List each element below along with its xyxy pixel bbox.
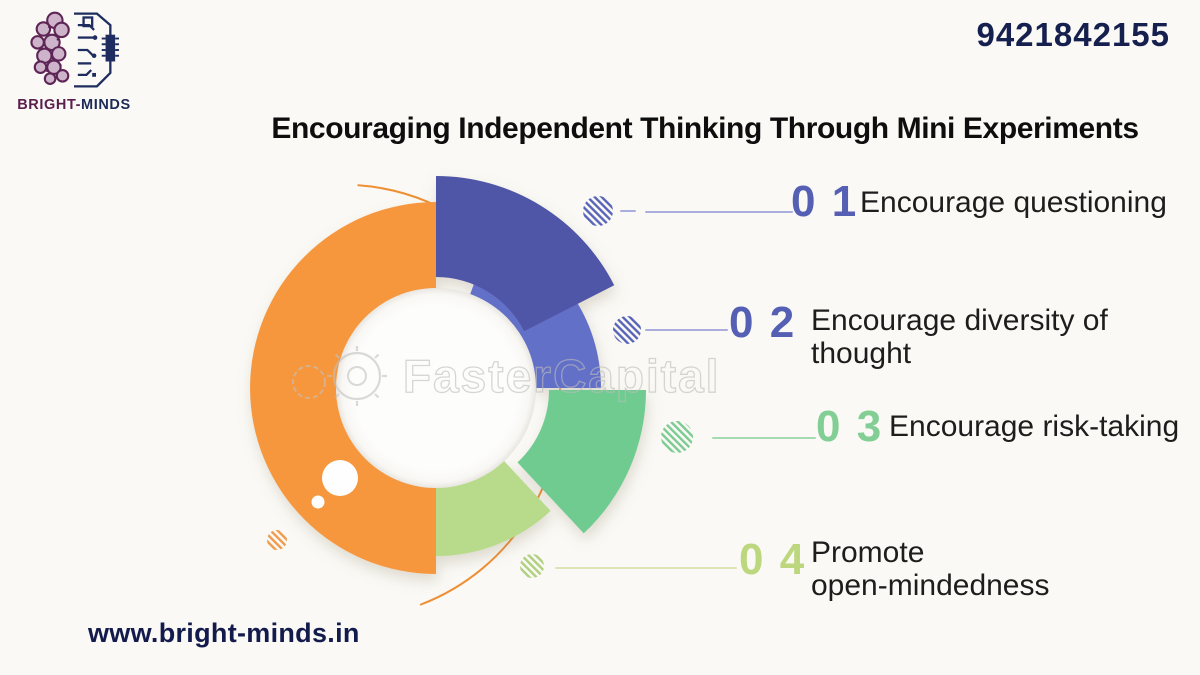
watermark: FasterCapital [292,346,720,406]
website-url: www.bright-minds.in [88,618,360,648]
item-2-marker-icon [613,316,641,344]
brand-name: BRIGHT-MINDS [16,97,132,113]
item-4-number: 0 4 [739,535,807,584]
page-title: Encouraging Independent Thinking Through… [271,112,1139,145]
item-3-marker-icon [661,421,693,453]
item-4-line [555,567,737,569]
item-3-line [712,437,816,439]
item-2-line [645,329,728,331]
brand-name-part2: MINDS [81,97,131,113]
donut-segment-green [517,390,646,534]
donut-segment-dark-blue [436,176,615,332]
item-4-label: Promote open-mindedness [811,536,1050,602]
brand-name-part1: BRIGHT- [17,97,82,113]
item-2-label: Encourage diversity of thought [811,304,1108,370]
donut-hole [336,288,536,488]
item-4-marker-icon [520,554,544,578]
brain-circuit-icon [30,11,119,88]
item-3-number: 0 3 [816,402,884,451]
item-1-number: 0 1 [791,177,859,226]
item-1-dash [620,210,636,212]
watermark-gear-icon [292,346,387,406]
decor-orange-dot-icon [267,530,287,550]
decor-bubble-large [322,460,358,496]
watermark-text: FasterCapital [403,350,720,402]
donut-segment-orange [250,202,436,574]
item-3-label: Encourage risk-taking [889,410,1180,443]
donut-segment-light-green [436,460,551,556]
phone-number: 9421842155 [976,16,1170,53]
item-1-line [645,211,793,213]
item-1-label: Encourage questioning [860,186,1167,219]
item-2-number: 0 2 [729,298,797,347]
decor-bubble-small [311,495,325,509]
item-1-marker-icon [583,196,613,226]
brand-logo: BRIGHT-MINDS [16,6,132,113]
